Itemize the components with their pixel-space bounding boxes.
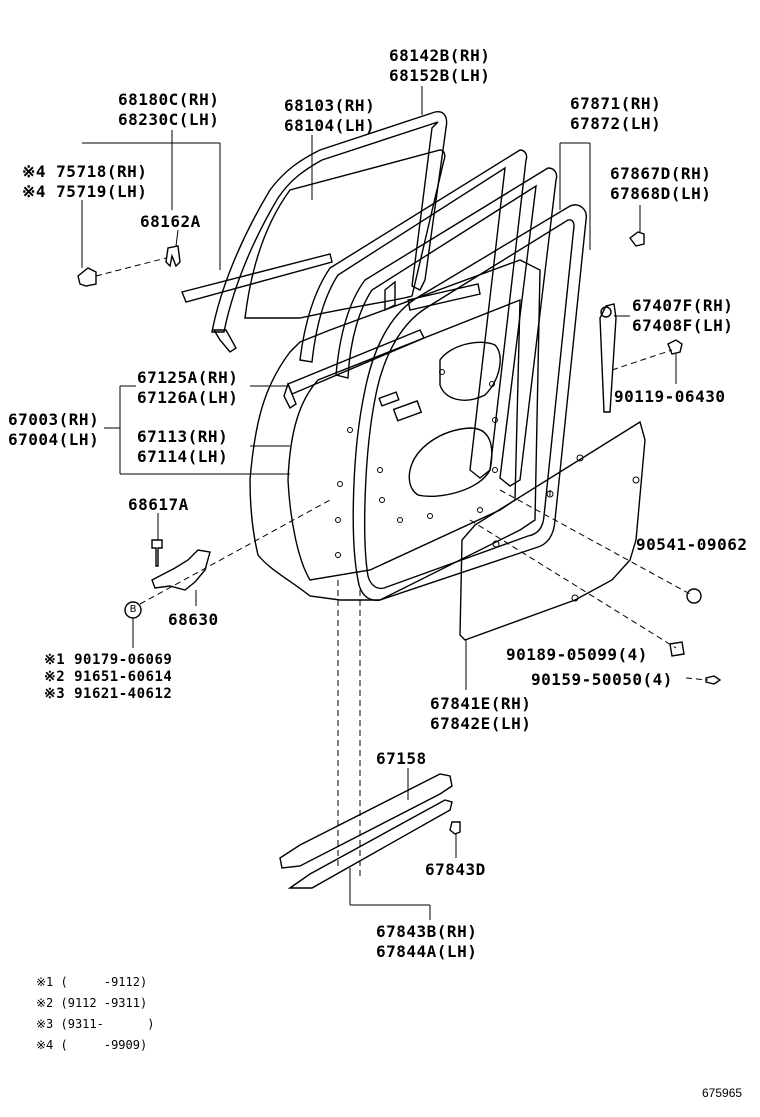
leader-lines <box>81 86 677 920</box>
label-90541: 90541-09062 <box>636 535 748 554</box>
scuff-plate-67843b <box>287 799 453 889</box>
label-67158: 67158 <box>376 749 427 768</box>
label-68142b: 68142B(RH) <box>389 46 491 65</box>
label-90119: 90119-06430 <box>614 387 726 406</box>
label-67872: 67872(LH) <box>570 114 662 133</box>
note-1: ※1 ( -9112) <box>36 975 148 989</box>
label-67843d: 67843D <box>425 860 486 879</box>
access-hole-small <box>392 400 423 422</box>
access-hole-upper <box>439 341 501 401</box>
cap-90541 <box>686 588 702 604</box>
label-67126a: 67126A(LH) <box>137 388 239 407</box>
glass-run-channel <box>211 111 448 333</box>
label-90189: 90189-05099(4) <box>506 645 648 664</box>
label-67003: 67003(RH) <box>8 410 100 429</box>
label-90179: ※1 90179-06069 <box>44 652 173 668</box>
label-67408f: 67408F(LH) <box>632 316 734 335</box>
label-75718: ※4 75718(RH) <box>22 162 148 181</box>
belt-weatherstrip-end <box>283 381 297 410</box>
trim-holes <box>492 454 640 602</box>
scuff-plate-67158 <box>279 773 453 869</box>
circle-b-label: B <box>129 604 137 615</box>
note-2: ※2 (9112 -9311) <box>36 996 148 1010</box>
label-68230c: 68230C(LH) <box>118 110 220 129</box>
label-68180c: 68180C(RH) <box>118 90 220 109</box>
label-67842e: 67842E(LH) <box>430 714 532 733</box>
door-weatherstrip <box>352 204 587 601</box>
label-68152b: 68152B(LH) <box>389 66 491 85</box>
access-hole-small-2 <box>378 391 400 407</box>
label-68630: 68630 <box>168 610 219 629</box>
access-hole-lower <box>408 427 493 497</box>
note-3: ※3 (9311- ) <box>36 1017 155 1031</box>
clip-68162a <box>165 245 181 268</box>
label-68162a: 68162A <box>140 212 201 231</box>
rear-guide-screw-head <box>600 306 612 318</box>
dashed-lines <box>95 257 709 880</box>
clip-67843d <box>449 821 461 835</box>
label-67871: 67871(RH) <box>570 94 662 113</box>
label-91621: ※3 91621-40612 <box>44 686 173 702</box>
clip-75718 <box>77 267 97 287</box>
door-glass <box>244 149 446 319</box>
door-frame-rear <box>299 149 528 479</box>
label-67844a: 67844A(LH) <box>376 942 478 961</box>
label-67125a: 67125A(RH) <box>137 368 239 387</box>
label-68103: 68103(RH) <box>284 96 376 115</box>
label-91651: ※2 91651-60614 <box>44 669 173 685</box>
hinge-68630 <box>151 549 211 591</box>
diagram-id: 675965 <box>702 1086 743 1100</box>
bolt-67867d <box>629 231 645 247</box>
window-channel-2 <box>407 283 481 311</box>
bolt-90119 <box>667 339 683 355</box>
label-67867d: 67867D(RH) <box>610 164 712 183</box>
label-67843b: 67843B(RH) <box>376 922 478 941</box>
label-68617a: 68617A <box>128 495 189 514</box>
door-frame-middle <box>335 167 558 487</box>
label-67407f: 67407F(RH) <box>632 296 734 315</box>
rear-guide <box>599 303 617 413</box>
door-shell <box>249 259 541 601</box>
label-68104: 68104(LH) <box>284 116 376 135</box>
label-67868d: 67868D(LH) <box>610 184 712 203</box>
door-trim-board <box>459 420 646 641</box>
clip-90189 <box>669 641 685 657</box>
label-67841e: 67841E(RH) <box>430 694 532 713</box>
shell-holes <box>335 369 498 558</box>
label-67113: 67113(RH) <box>137 427 229 446</box>
label-67114: 67114(LH) <box>137 447 229 466</box>
label-90159: 90159-50050(4) <box>531 670 673 689</box>
label-67004: 67004(LH) <box>8 430 100 449</box>
label-75719: ※4 75719(LH) <box>22 182 148 201</box>
screw-90159 <box>705 675 722 685</box>
bolt-68617a <box>151 539 163 567</box>
glass-run-lower <box>212 329 237 353</box>
door-weatherstrip-inner <box>364 219 575 590</box>
note-4: ※4 ( -9909) <box>36 1038 148 1052</box>
belt-moulding <box>181 253 333 303</box>
window-channel <box>384 280 396 312</box>
